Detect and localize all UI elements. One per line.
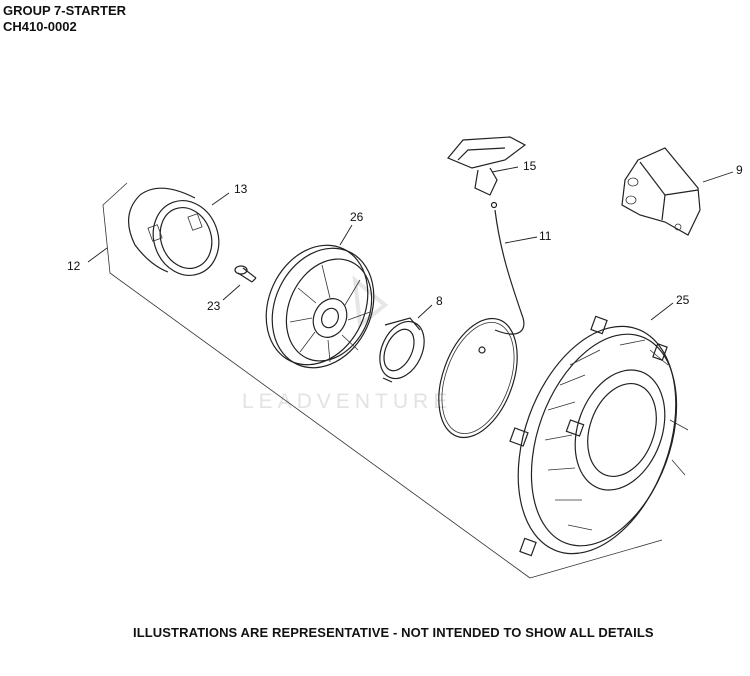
leadventure-logo-icon <box>352 275 389 329</box>
part-8-retainer <box>379 317 425 383</box>
callout-15: 15 <box>523 159 537 173</box>
part-9-cover <box>621 147 701 236</box>
part-13-cup <box>128 187 220 276</box>
callout-23: 23 <box>207 299 221 313</box>
part-26-pulley <box>265 244 375 369</box>
diagram-header: GROUP 7-STARTER CH410-0002 <box>3 3 126 35</box>
part-11-rope <box>438 201 525 439</box>
callout-12: 12 <box>67 259 81 273</box>
diagram-code: CH410-0002 <box>3 19 77 34</box>
callout-11: 11 <box>539 229 552 243</box>
part-15-handle <box>447 136 527 196</box>
callout-8: 8 <box>436 294 443 308</box>
part-25-housing <box>509 315 689 557</box>
callout-labels: 13 12 23 26 8 15 11 9 25 <box>67 159 743 313</box>
watermark-text: LEADVENTURE <box>242 390 453 413</box>
callout-25: 25 <box>676 293 690 307</box>
disclaimer-text: ILLUSTRATIONS ARE REPRESENTATIVE - NOT I… <box>133 625 654 640</box>
leader-lines <box>87 166 734 321</box>
assembly-outline <box>102 182 663 579</box>
callout-9: 9 <box>736 163 743 177</box>
callout-26: 26 <box>350 210 364 224</box>
callout-13: 13 <box>234 182 248 196</box>
group-title: GROUP 7-STARTER <box>3 3 127 18</box>
part-23-screw <box>234 265 257 283</box>
